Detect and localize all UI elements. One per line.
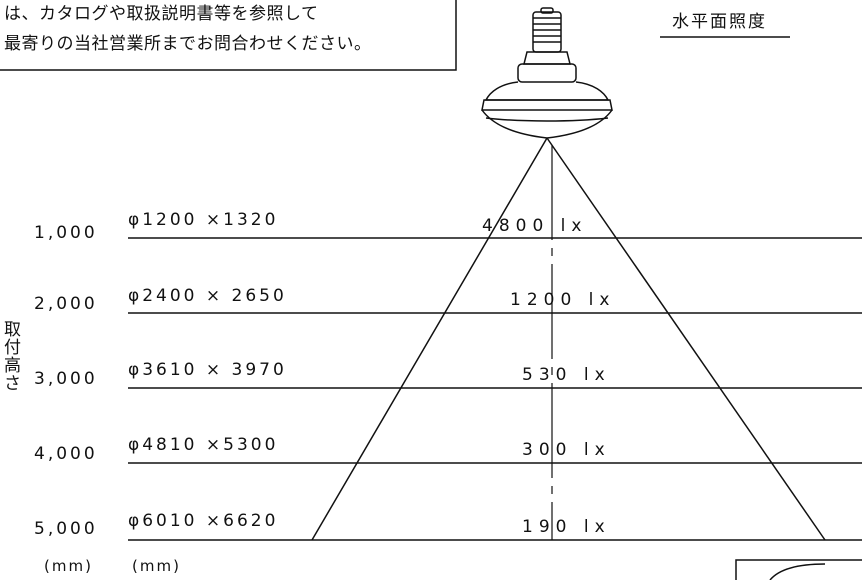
lux-value: 530 lx xyxy=(522,365,611,385)
mounting-height-label: 取付高さ xyxy=(4,320,21,394)
corner-frame xyxy=(735,559,862,580)
lux-value: 4800 lx xyxy=(482,216,588,236)
light-cone-right xyxy=(546,137,826,541)
diagram-title: 水平面照度 xyxy=(672,12,767,32)
lux-value: 300 lx xyxy=(522,440,611,460)
spread-value: φ1200 ×1320 xyxy=(128,210,279,230)
height-value: 3,000 xyxy=(34,369,98,389)
height-value: 4,000 xyxy=(34,444,98,464)
lamp-icon xyxy=(481,7,613,139)
lux-value: 1200 lx xyxy=(510,290,616,310)
corner-arc xyxy=(769,563,826,580)
spread-value: φ2400 × 2650 xyxy=(128,286,287,306)
height-value: 5,000 xyxy=(34,519,98,539)
height-value: 1,000 xyxy=(34,223,98,243)
spread-value: φ3610 × 3970 xyxy=(128,360,287,380)
spread-value: φ4810 ×5300 xyxy=(128,435,279,455)
light-cone-left xyxy=(311,137,548,541)
spread-unit: (mm) xyxy=(132,557,181,575)
height-value: 2,000 xyxy=(34,294,98,314)
height-unit: (mm) xyxy=(44,557,93,575)
note-line-2: 最寄りの当社営業所までお問合わせください。 xyxy=(4,34,372,54)
spread-value: φ6010 ×6620 xyxy=(128,511,279,531)
note-box xyxy=(0,0,457,71)
note-line-1: は、カタログや取扱説明書等を参照して xyxy=(4,4,319,24)
lux-value: 190 lx xyxy=(522,517,611,537)
